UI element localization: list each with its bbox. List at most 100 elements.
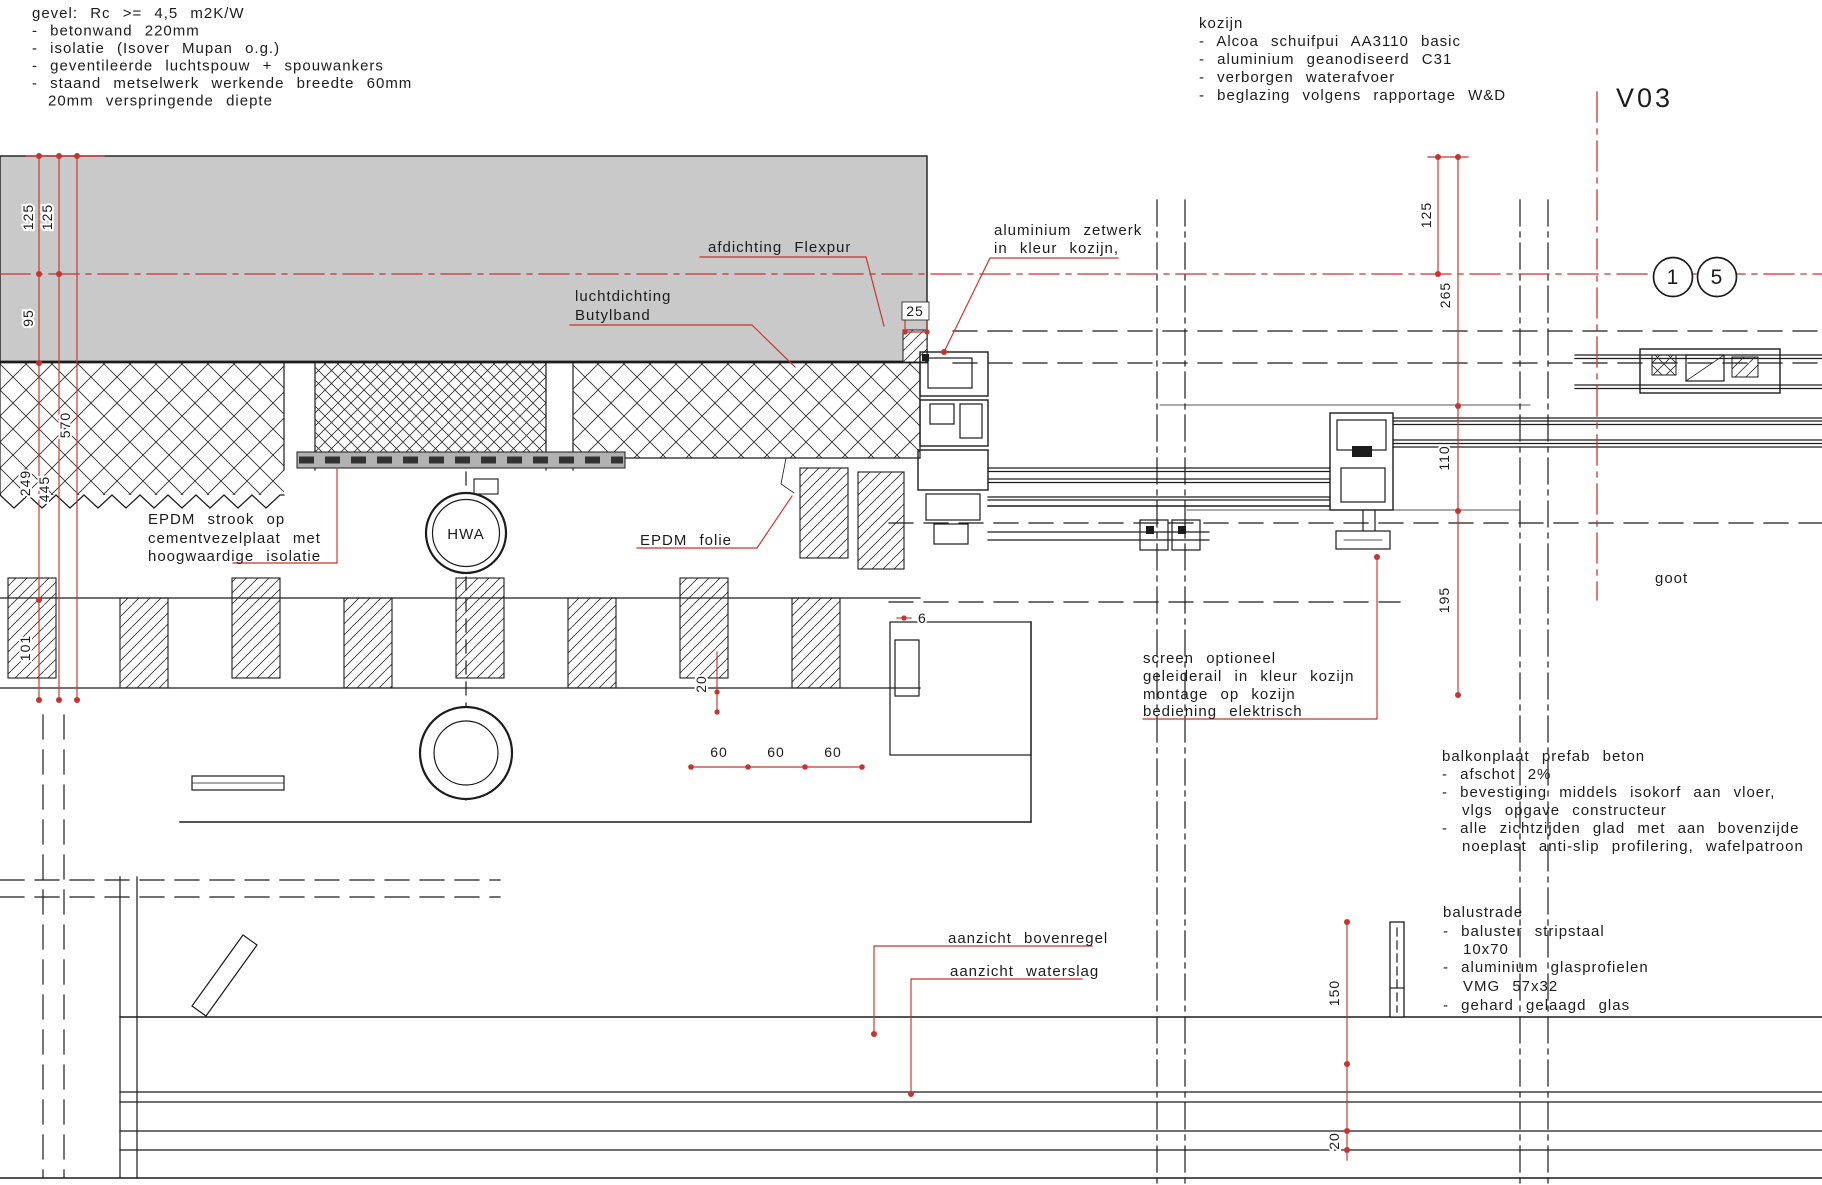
note-balustrade: balustrade - baluster stripstaal 10x70 -… bbox=[1443, 904, 1649, 1014]
label-epdm-strook: EPDM strook op bbox=[148, 511, 285, 528]
diagonal-strut bbox=[191, 934, 258, 1017]
hwa-pipe-top bbox=[424, 491, 508, 575]
label-luchtdichting: luchtdichting bbox=[575, 288, 671, 305]
note-line: vlgs opgave constructeur bbox=[1462, 802, 1667, 819]
brick bbox=[231, 577, 281, 679]
note-line: - beglazing volgens rapportage W&D bbox=[1199, 87, 1506, 104]
note-line: - gehard gelaagd glas bbox=[1443, 997, 1630, 1014]
brick bbox=[119, 597, 169, 689]
note-line: - alle zichtzijden glad met aan bovenzij… bbox=[1442, 820, 1800, 837]
bottom-guide bbox=[1335, 530, 1391, 550]
metselwerk-blok bbox=[857, 471, 905, 570]
label-afdichting-flexpur: afdichting Flexpur bbox=[708, 239, 851, 256]
note-gevel: gevel: Rc >= 4,5 m2K/W - betonwand 220mm… bbox=[32, 5, 412, 110]
brick bbox=[679, 577, 729, 679]
note-line: kozijn bbox=[1199, 15, 1243, 32]
note-line: - baluster stripstaal bbox=[1443, 923, 1605, 940]
label-epdm-strook: cementvezelplaat met bbox=[148, 530, 321, 547]
hwa-cap bbox=[473, 478, 499, 495]
epdm-folie-flap bbox=[780, 457, 795, 494]
jamb-profile bbox=[1639, 348, 1781, 394]
note-line: geleiderail in kleur kozijn bbox=[1143, 668, 1354, 685]
note-line: - staand metselwerk werkende breedte 60m… bbox=[32, 75, 412, 92]
note-line: 10x70 bbox=[1463, 941, 1509, 958]
dim-95: 95 bbox=[20, 309, 36, 327]
note-line: - Alcoa schuifpui AA3110 basic bbox=[1199, 33, 1461, 50]
note-line: VMG 57x32 bbox=[1463, 978, 1558, 995]
dim-265: 265 bbox=[1437, 282, 1453, 308]
label-epdm-folie: EPDM folie bbox=[640, 532, 732, 549]
note-line: - betonwand 220mm bbox=[32, 23, 200, 40]
dim-60: 60 bbox=[710, 744, 728, 760]
detail-bubble-5 bbox=[1696, 256, 1738, 298]
isolatie-links bbox=[0, 363, 284, 495]
dim-20: 20 bbox=[1326, 1132, 1342, 1150]
dim-110: 110 bbox=[1436, 445, 1452, 470]
metselwerk-blok bbox=[799, 467, 849, 559]
kozijn-profiles bbox=[917, 348, 1822, 551]
label-zetwerk: in kleur kozijn, bbox=[994, 240, 1119, 257]
detail-bubble-5-number: 5 bbox=[1711, 266, 1724, 289]
note-line: noeplast anti-slip profilering, wafelpat… bbox=[1462, 838, 1804, 855]
dim-125: 125 bbox=[20, 204, 36, 230]
note-line: balustrade bbox=[1443, 904, 1523, 921]
note-kozijn: kozijn - Alcoa schuifpui AA3110 basic - … bbox=[1199, 15, 1506, 104]
label-zetwerk: aluminium zetwerk bbox=[994, 222, 1142, 239]
note-line: - aluminium geanodiseerd C31 bbox=[1199, 51, 1452, 68]
concrete-wall-section bbox=[0, 155, 929, 364]
interlock-profile bbox=[1329, 412, 1394, 511]
label-butylband: Butylband bbox=[575, 307, 651, 324]
betonwand bbox=[0, 155, 928, 363]
dim-249: 249 bbox=[17, 470, 33, 496]
note-line: screen optioneel bbox=[1143, 650, 1276, 667]
note-line: balkonplaat prefab beton bbox=[1442, 748, 1645, 765]
leader-lines bbox=[232, 256, 1380, 1097]
reference-marks: V03 1 5 bbox=[1616, 83, 1738, 298]
brick bbox=[567, 597, 617, 689]
note-line: 20mm verspringende diepte bbox=[48, 93, 273, 110]
detail-bubble-1 bbox=[1652, 256, 1694, 298]
brick bbox=[455, 577, 505, 679]
note-line: montage op kozijn bbox=[1143, 686, 1296, 703]
note-balkonplaat: balkonplaat prefab beton - afschot 2% - … bbox=[1442, 748, 1804, 855]
brick bbox=[791, 597, 841, 689]
dimension-texts: 125 125 95 570 249 445 101 125 265 110 1… bbox=[15, 200, 1455, 1152]
dim-25-box bbox=[901, 301, 930, 321]
note-line: bediening elektrisch bbox=[1143, 703, 1303, 720]
label-aanzicht-bovenregel: aanzicht bovenregel bbox=[948, 930, 1108, 947]
label-aanzicht-waterslag: aanzicht waterslag bbox=[950, 963, 1099, 980]
dim-195: 195 bbox=[1436, 587, 1452, 613]
callout-labels: afdichting Flexpur luchtdichting Butylba… bbox=[148, 222, 1687, 980]
note-line: - aluminium glasprofielen bbox=[1443, 959, 1649, 976]
dim-60: 60 bbox=[767, 744, 785, 760]
section-ref-v03: V03 bbox=[1616, 83, 1673, 113]
dim-125: 125 bbox=[1418, 202, 1434, 228]
dim-125: 125 bbox=[39, 204, 55, 230]
dim-570: 570 bbox=[57, 412, 73, 438]
label-hwa: HWA bbox=[447, 526, 484, 543]
isolatie-rechts bbox=[573, 363, 920, 458]
hwa-pipe bbox=[418, 471, 514, 807]
dim-6: 6 bbox=[918, 610, 927, 626]
balcony-structure bbox=[0, 621, 1822, 1179]
dim-20: 20 bbox=[693, 675, 709, 693]
note-line: - verborgen waterafvoer bbox=[1199, 69, 1395, 86]
insulation-layers bbox=[0, 362, 921, 570]
dim-445: 445 bbox=[36, 476, 52, 502]
isolatie-midden bbox=[315, 363, 546, 452]
detail-bubble-1-number: 1 bbox=[1667, 266, 1680, 289]
staand-metselwerk-row bbox=[0, 577, 921, 689]
note-line: - bevestiging middels isokorf aan vloer, bbox=[1442, 784, 1775, 801]
dim-60: 60 bbox=[824, 744, 842, 760]
projection-lines bbox=[0, 91, 1822, 1185]
note-line: - geventileerde luchtspouw + spouwankers bbox=[32, 58, 384, 75]
dimension-lines bbox=[25, 153, 1469, 1161]
note-screen: screen optioneel geleiderail in kleur ko… bbox=[1143, 650, 1354, 720]
dim-150: 150 bbox=[1326, 980, 1342, 1006]
note-line: - afschot 2% bbox=[1442, 766, 1551, 783]
dim-25: 25 bbox=[906, 303, 924, 319]
label-epdm-strook: hoogwaardige isolatie bbox=[148, 548, 321, 565]
note-line: gevel: Rc >= 4,5 m2K/W bbox=[32, 5, 245, 22]
